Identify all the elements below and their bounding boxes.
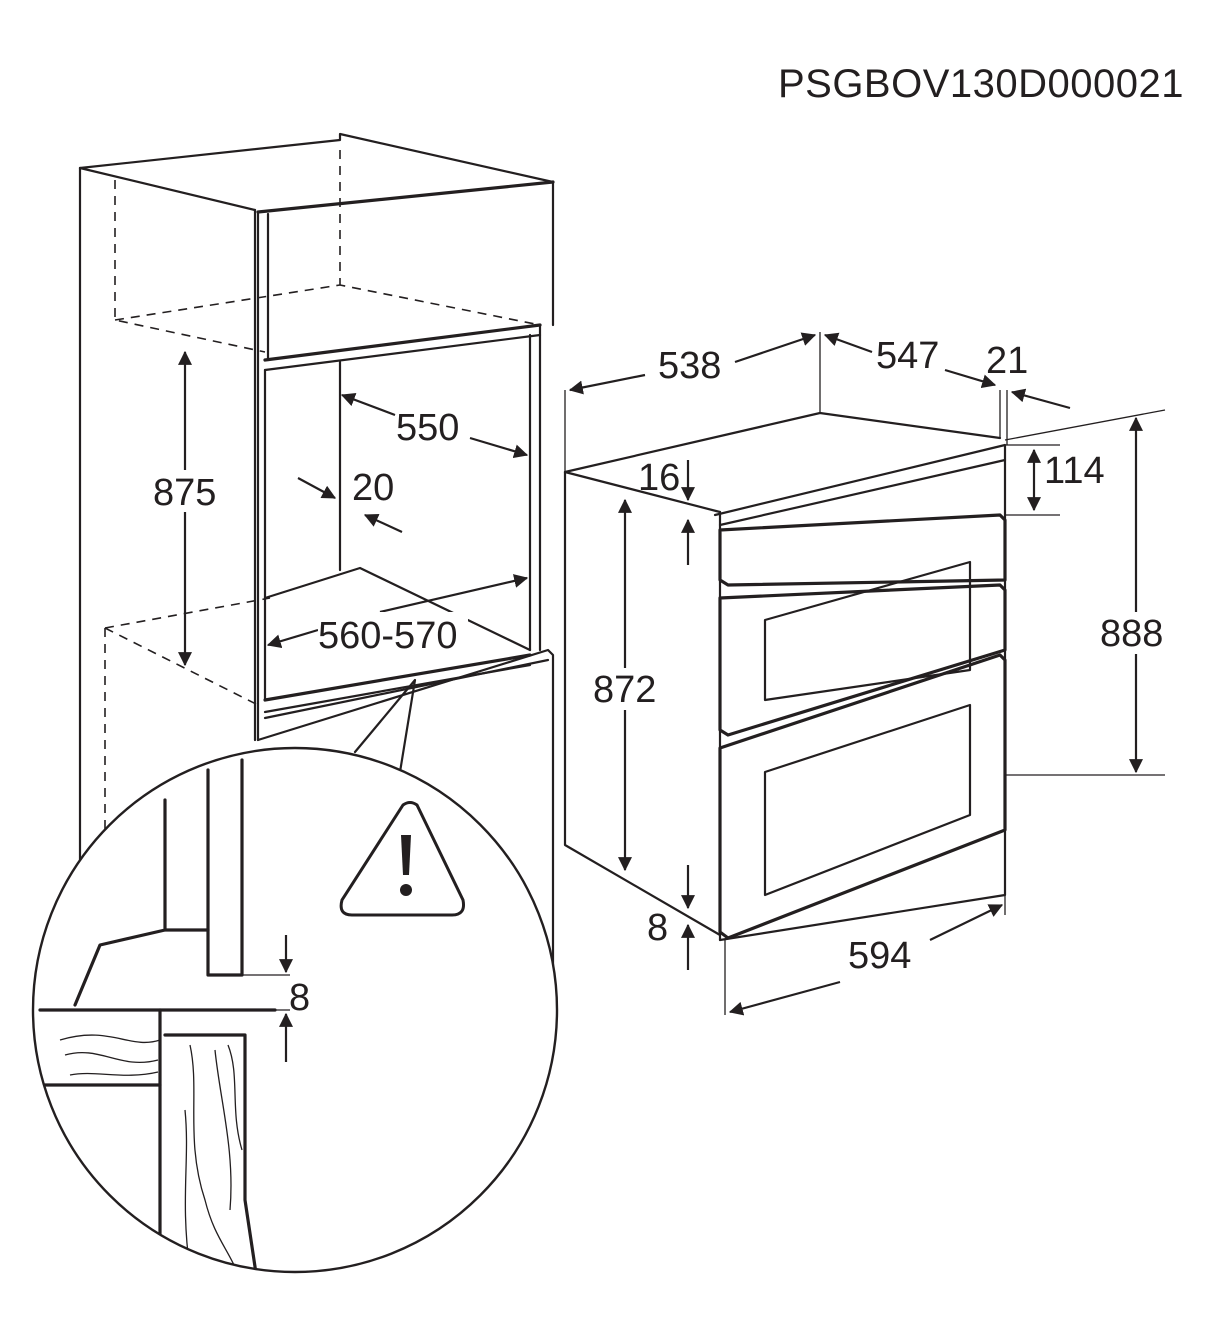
label-control-panel-height: 114 <box>1044 450 1105 492</box>
oven-depth-total-arrow-left <box>568 373 646 395</box>
label-rear-gap: 20 <box>352 467 394 509</box>
label-detail-gap: 8 <box>289 977 310 1019</box>
label-oven-depth-total: 538 <box>658 345 721 387</box>
label-niche-depth: 550 <box>396 407 459 449</box>
dimension-labels: 875 550 20 560-570 8 538 547 21 114 16 8… <box>150 335 1172 1019</box>
label-total-height: 888 <box>1100 613 1163 655</box>
label-bottom-offset: 8 <box>647 907 668 949</box>
label-niche-height: 875 <box>153 472 216 514</box>
oven-dimensions <box>568 332 1143 1016</box>
oven-width-arrow-left <box>728 980 841 1016</box>
rear-gap-arrow-a <box>297 477 337 499</box>
oven-depth-body-arrow-left <box>823 332 873 354</box>
label-niche-width: 560-570 <box>318 615 457 657</box>
warning-triangle-icon <box>339 801 465 917</box>
label-oven-width: 594 <box>848 935 911 977</box>
oven-depth-body-arrow-right <box>944 368 997 389</box>
niche-width-arrow-right <box>379 574 529 614</box>
oven-drawing <box>563 332 1166 1015</box>
rear-gap-arrow-b <box>363 513 403 533</box>
door-thickness-arrow <box>1010 388 1071 410</box>
oven-width-arrow-right <box>929 904 1004 941</box>
detail-magnifier <box>31 746 559 1274</box>
oven-depth-total-arrow-right <box>734 332 817 364</box>
label-top-offset: 16 <box>638 457 680 499</box>
niche-width-arrow-left <box>266 628 319 649</box>
document-code: PSGBOV130D000021 <box>777 62 1184 106</box>
niche-depth-arrow-left <box>340 392 396 417</box>
label-oven-depth-body: 547 <box>876 335 939 377</box>
label-body-height: 872 <box>593 669 656 711</box>
label-door-thickness: 21 <box>986 340 1028 382</box>
niche-depth-arrow-right <box>469 436 529 459</box>
